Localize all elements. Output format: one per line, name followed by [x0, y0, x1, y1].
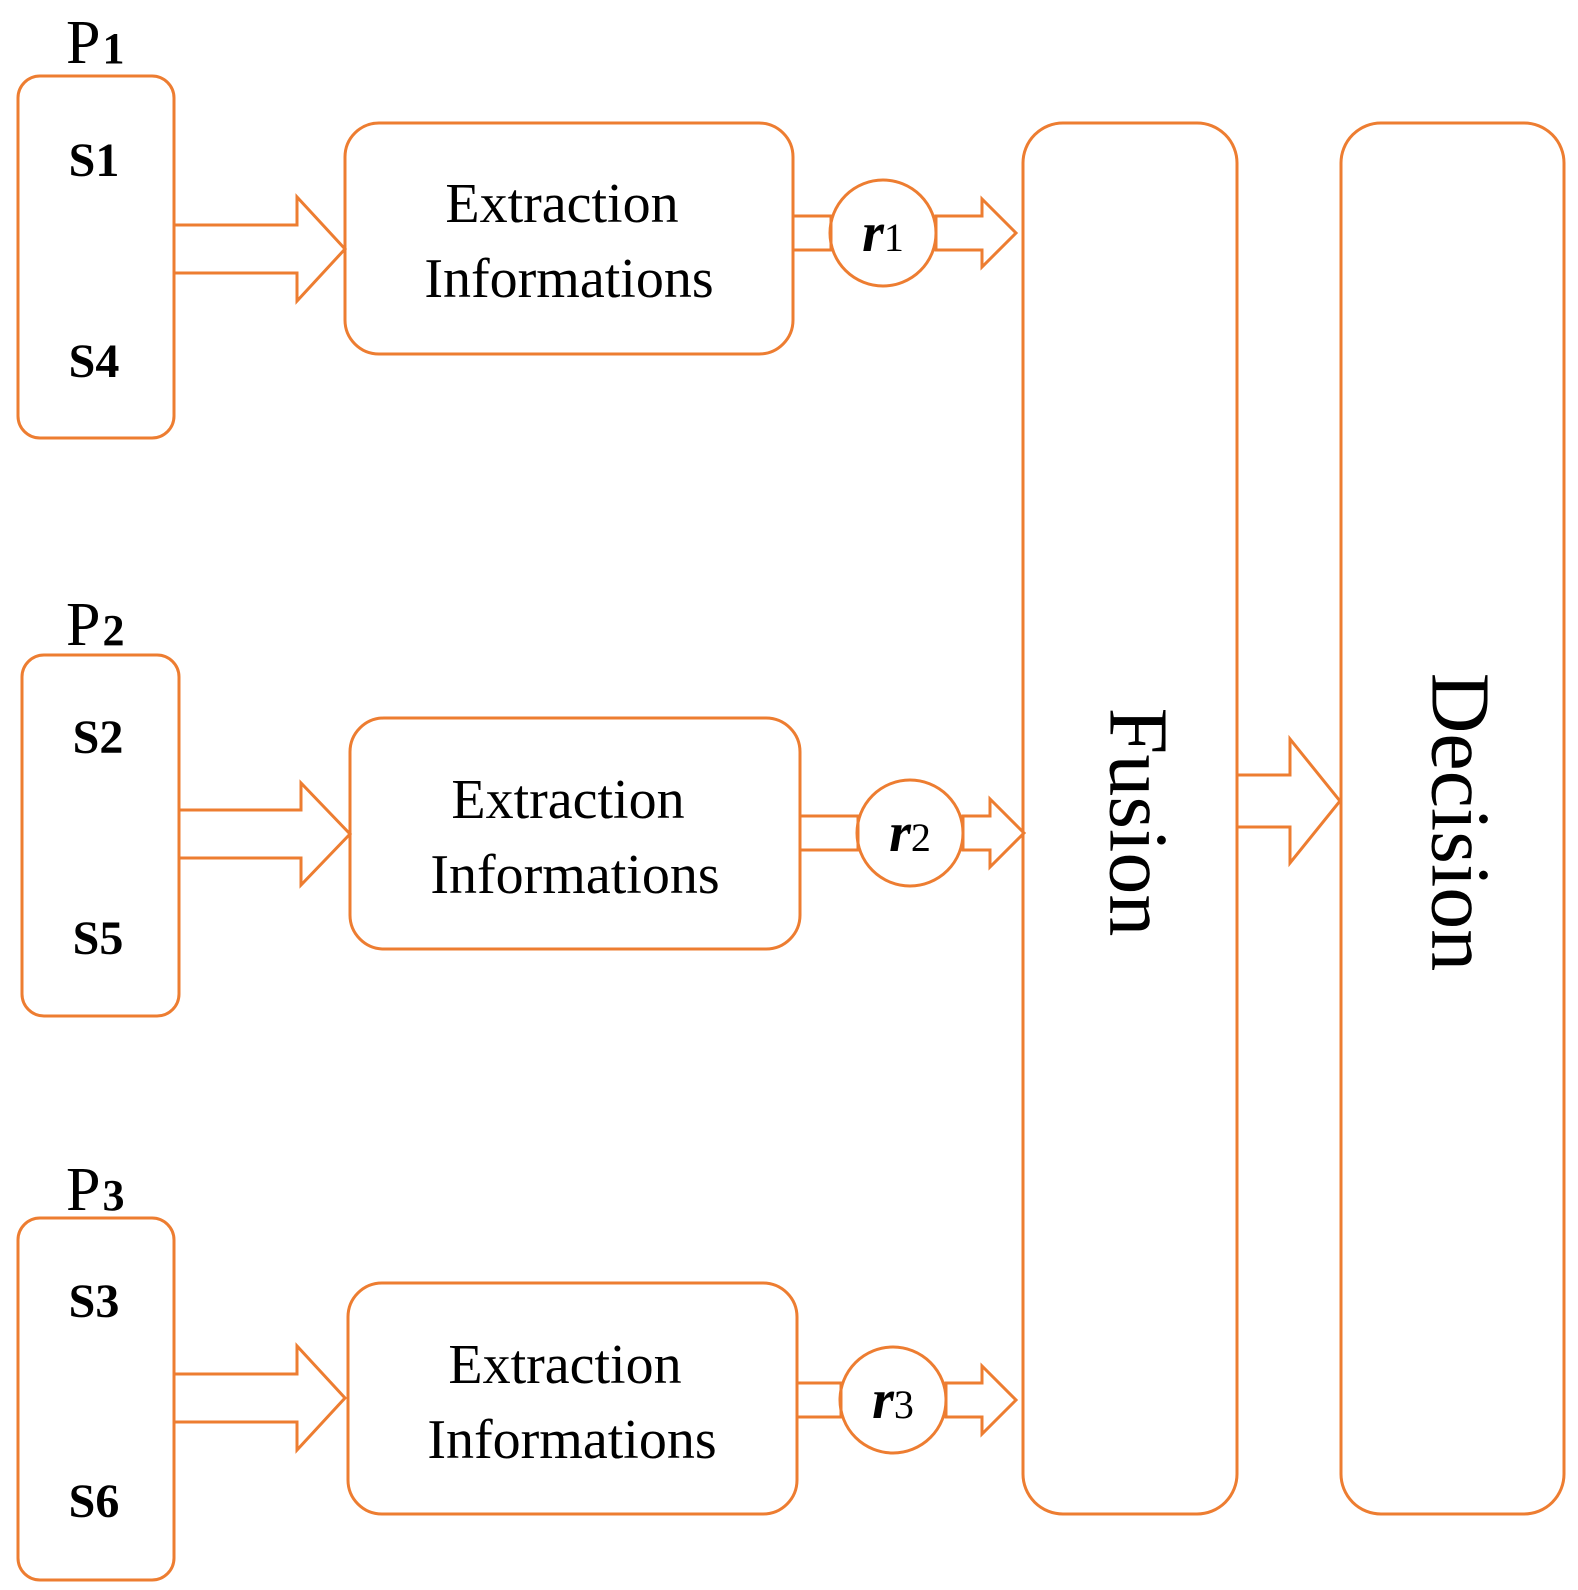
- extraction-label-2: Extraction Informations: [430, 769, 719, 906]
- extraction-label-1: Extraction Informations: [424, 173, 713, 310]
- result-label-r3: r3: [872, 1369, 914, 1431]
- extraction-box-2: [348, 716, 802, 951]
- extraction-box-1: [343, 121, 795, 356]
- block-arrow-sensors-to-extraction-3: [172, 1342, 348, 1454]
- group-p2: P2 S2 S5 Extraction Informations r2: [20, 591, 1027, 1018]
- group-label-p1: P1: [66, 9, 124, 77]
- block-arrow-sensors-to-extraction-1: [172, 193, 348, 305]
- block-arrow-result-to-fusion-1: [934, 195, 1019, 271]
- block-arrow-result-to-fusion-3: [944, 1362, 1019, 1438]
- connector-extraction-to-result-2: [798, 814, 860, 852]
- sensor-label-s4: S4: [69, 335, 120, 388]
- sensor-label-s2: S2: [73, 711, 124, 764]
- extraction-label-3: Extraction Informations: [427, 1334, 716, 1471]
- connector-extraction-to-result-1: [791, 214, 833, 252]
- group-p1: P1 S1 S4 Extraction Informations r1: [16, 9, 1019, 440]
- fusion-label: Fusion: [1092, 708, 1185, 937]
- sensor-label-s6: S6: [69, 1475, 120, 1528]
- decision-box: [1339, 121, 1566, 1516]
- connector-extraction-to-result-3: [795, 1381, 843, 1419]
- extraction-box-3: [346, 1281, 799, 1516]
- block-arrow-fusion-to-decision: [1235, 734, 1342, 868]
- sensor-label-s1: S1: [69, 134, 120, 187]
- group-p3: P3 S3 S6 Extraction Informations r3: [16, 1156, 1019, 1582]
- result-label-r2: r2: [889, 802, 931, 864]
- result-label-r1: r1: [862, 202, 904, 264]
- block-arrow-sensors-to-extraction-2: [177, 779, 353, 889]
- sensor-label-s5: S5: [73, 912, 124, 965]
- block-arrow-result-to-fusion-2: [961, 795, 1027, 871]
- decision-label: Decision: [1414, 673, 1507, 972]
- group-label-p3: P3: [66, 1156, 124, 1224]
- group-label-p2: P2: [66, 591, 124, 659]
- sensor-label-s3: S3: [69, 1275, 120, 1328]
